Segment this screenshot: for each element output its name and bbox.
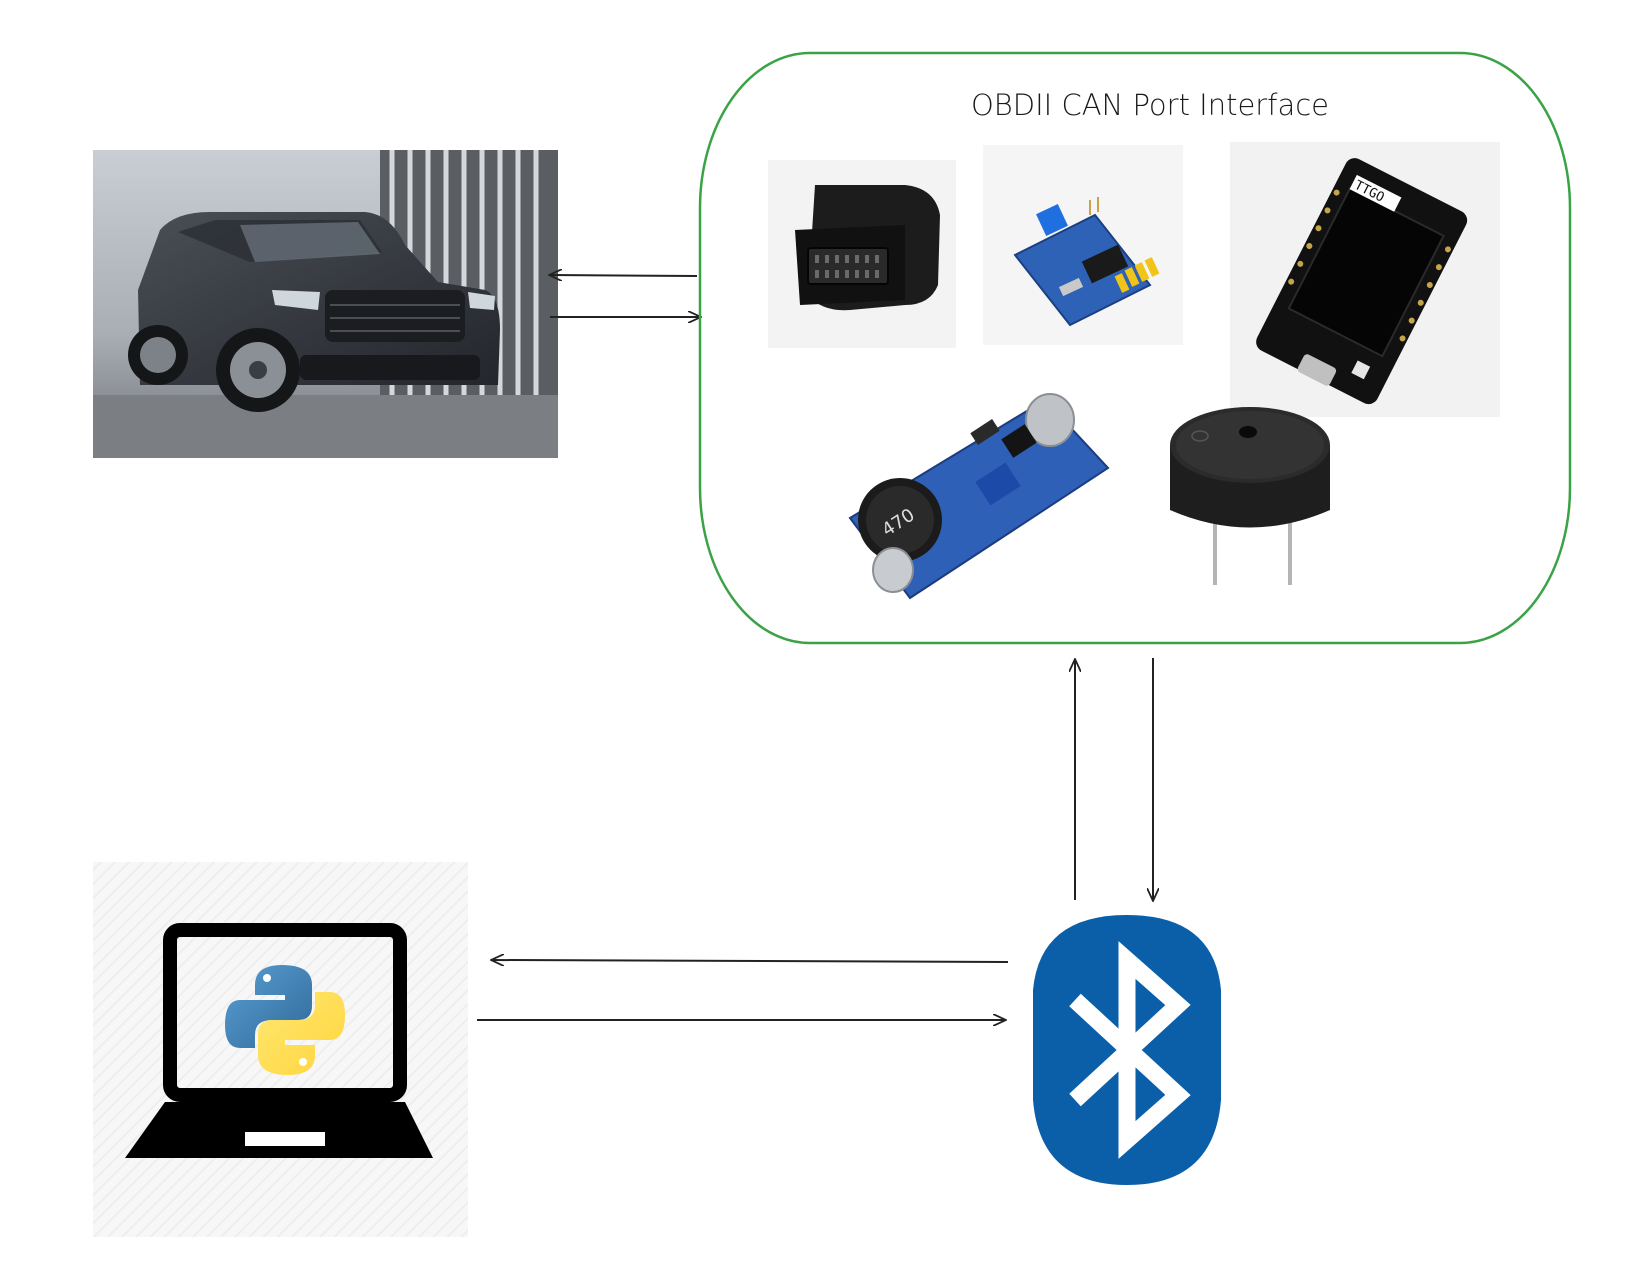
interface-container [698,51,1572,645]
vehicle-photo [93,150,558,458]
ttgo-board-photo: TTGO [1230,142,1500,417]
laptop-python-icon [93,862,468,1237]
python-logo-icon [225,965,345,1075]
interface-title: OBDII CAN Port Interface [970,88,1329,122]
arrow-bluetooth-to-laptop [492,960,1009,962]
bluetooth-icon [1033,915,1221,1185]
buzzer-photo [1170,407,1330,585]
suv-body [128,212,500,412]
buck-converter-photo: 470 [848,393,1110,600]
can-module-photo [983,145,1183,345]
obd-connector-photo [768,160,956,348]
arrow-interface-to-vehicle [550,275,698,276]
